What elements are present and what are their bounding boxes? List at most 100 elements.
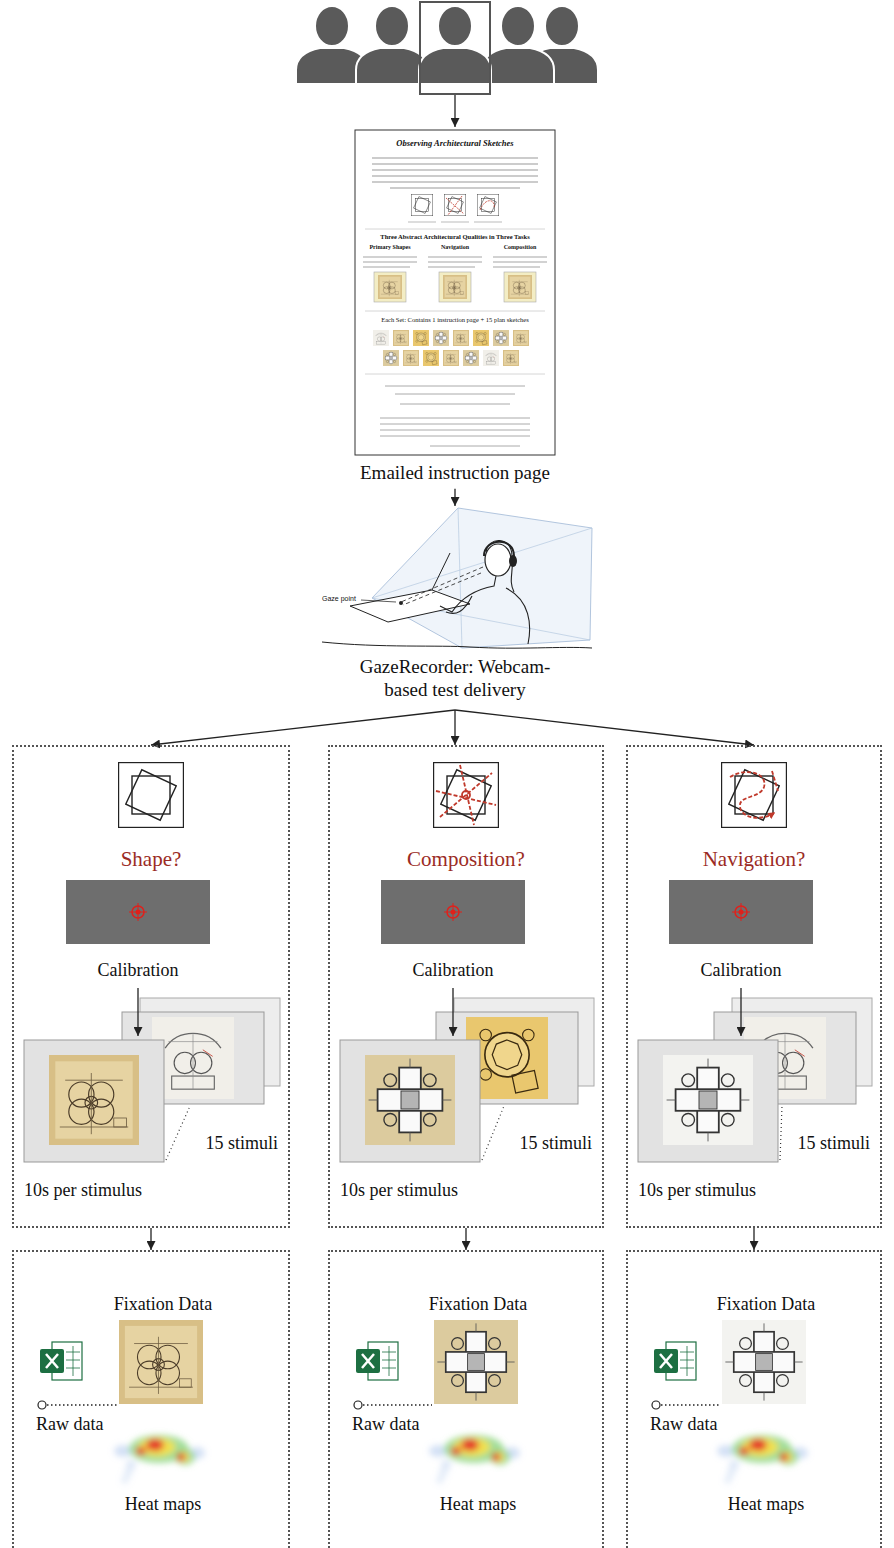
navigation-task-art — [732, 903, 750, 921]
task-panel: Composition?Calibration15 stimuli10s per… — [328, 745, 604, 1228]
instruction-page — [374, 272, 406, 302]
fixation-output-art — [46, 1354, 58, 1368]
instruction-page — [433, 330, 449, 346]
participants-icon — [356, 48, 428, 84]
page-label: Composition — [492, 244, 548, 251]
node-caption: Shape? — [14, 847, 288, 872]
composition-task-art — [434, 763, 499, 828]
stimuli-stack: 15 stimuli10s per stimulus — [632, 1036, 876, 1218]
instruction-page — [378, 275, 402, 299]
page-label: Each Set: Contains 1 instruction page + … — [360, 316, 550, 323]
webcam-scene — [506, 588, 530, 644]
page-label: Gaze point — [322, 595, 362, 603]
instruction-page — [411, 194, 433, 216]
shape-task-art — [129, 903, 147, 921]
webcam-scene — [509, 555, 517, 567]
instruction-figure: Emailed instruction page — [300, 128, 610, 489]
calibration-screen: Calibration — [666, 876, 816, 988]
participants-icon — [438, 6, 472, 46]
webcam-scene — [486, 540, 514, 592]
participants-icon — [356, 6, 428, 84]
node-caption: Calibration — [666, 960, 816, 982]
webcam-scene — [361, 600, 396, 602]
output-panel: Fixation DataRaw dataHeat maps — [626, 1250, 882, 1548]
fixation-output-art — [119, 1320, 203, 1404]
flow-arrow — [137, 988, 138, 1036]
node-caption: Fixation Data — [378, 1294, 578, 1316]
fixation-output-art — [354, 1401, 362, 1409]
fixation-output-art — [354, 1320, 520, 1484]
task-panel: Navigation?Calibration15 stimuli10s per … — [626, 745, 882, 1228]
fixation-output-art — [40, 1349, 64, 1373]
node-caption: Heat maps — [63, 1494, 263, 1516]
fixation-output-art — [722, 1320, 806, 1404]
navigation-task-art — [638, 1040, 778, 1162]
instruction-page — [365, 311, 545, 312]
page-label: Navigation — [427, 244, 483, 251]
shape-task-art — [24, 1040, 164, 1162]
webcam-scene — [399, 601, 403, 605]
instruction-page — [439, 272, 471, 302]
flow-arrow — [454, 710, 455, 745]
flow-arrow — [454, 489, 455, 506]
instruction-page — [483, 350, 499, 366]
instruction-page — [443, 350, 459, 366]
output-panel: Fixation DataRaw dataHeat maps — [328, 1250, 604, 1548]
participants-icon — [501, 6, 535, 46]
fixation-output-art — [47, 1404, 117, 1405]
navigation-task-art — [722, 763, 787, 828]
node-caption: 10s per stimulus — [24, 1180, 142, 1202]
instruction-page — [372, 158, 538, 188]
webcam-scene — [484, 542, 514, 556]
participants-icon — [454, 95, 455, 127]
node-caption: 10s per stimulus — [638, 1180, 756, 1202]
shape-task-art — [66, 880, 210, 944]
navigation-task-art — [732, 903, 750, 921]
shape-task-art — [129, 903, 147, 921]
instruction-page — [503, 350, 519, 366]
composition-task-art — [436, 765, 496, 825]
instruction-page — [453, 330, 469, 346]
node-caption: Raw data — [36, 1414, 103, 1436]
instruction-page — [383, 350, 399, 366]
fixation-output-art — [38, 1401, 46, 1409]
webcam-scene — [322, 508, 592, 648]
node-caption: Heat maps — [666, 1494, 866, 1516]
composition-task-art — [340, 763, 594, 1163]
fixation-output-art — [717, 1435, 808, 1484]
navigation-task-art — [772, 771, 778, 791]
webcam-figure: GazeRecorder: Webcam-based test delivery — [300, 506, 610, 710]
page-label: Primary Shapes — [362, 244, 418, 251]
instruction-page — [508, 275, 532, 299]
node-caption: Raw data — [650, 1414, 717, 1436]
instruction-page — [380, 386, 530, 446]
webcam-scene — [322, 642, 592, 648]
composition-task-art — [444, 903, 462, 921]
instruction-page — [413, 330, 429, 346]
node-caption: 15 stimuli — [519, 1133, 592, 1155]
webcam-scene — [440, 576, 496, 612]
instruction-page — [403, 350, 419, 366]
page-label: Observing Architectural Sketches — [360, 139, 550, 149]
flow-arrow — [753, 1228, 754, 1250]
flow-arrow — [455, 710, 754, 745]
flow-arrow — [465, 1228, 466, 1250]
participants-icon — [375, 6, 409, 46]
fixation-output-art — [654, 1349, 678, 1373]
fixation-output-art — [362, 1354, 374, 1368]
navigation-task-art — [780, 1106, 782, 1160]
flow-arrow — [151, 710, 455, 745]
webcam-scene — [372, 508, 592, 648]
calibration-screen: Calibration — [378, 876, 528, 988]
composition-task-art — [436, 765, 496, 825]
navigation-task-art — [638, 763, 872, 1163]
participants-icon — [296, 6, 598, 84]
instruction-page — [373, 330, 389, 346]
fixation-output-art — [382, 1346, 396, 1376]
instruction-page — [365, 374, 545, 375]
instruction-page — [355, 130, 555, 455]
instruction-page — [477, 194, 499, 216]
